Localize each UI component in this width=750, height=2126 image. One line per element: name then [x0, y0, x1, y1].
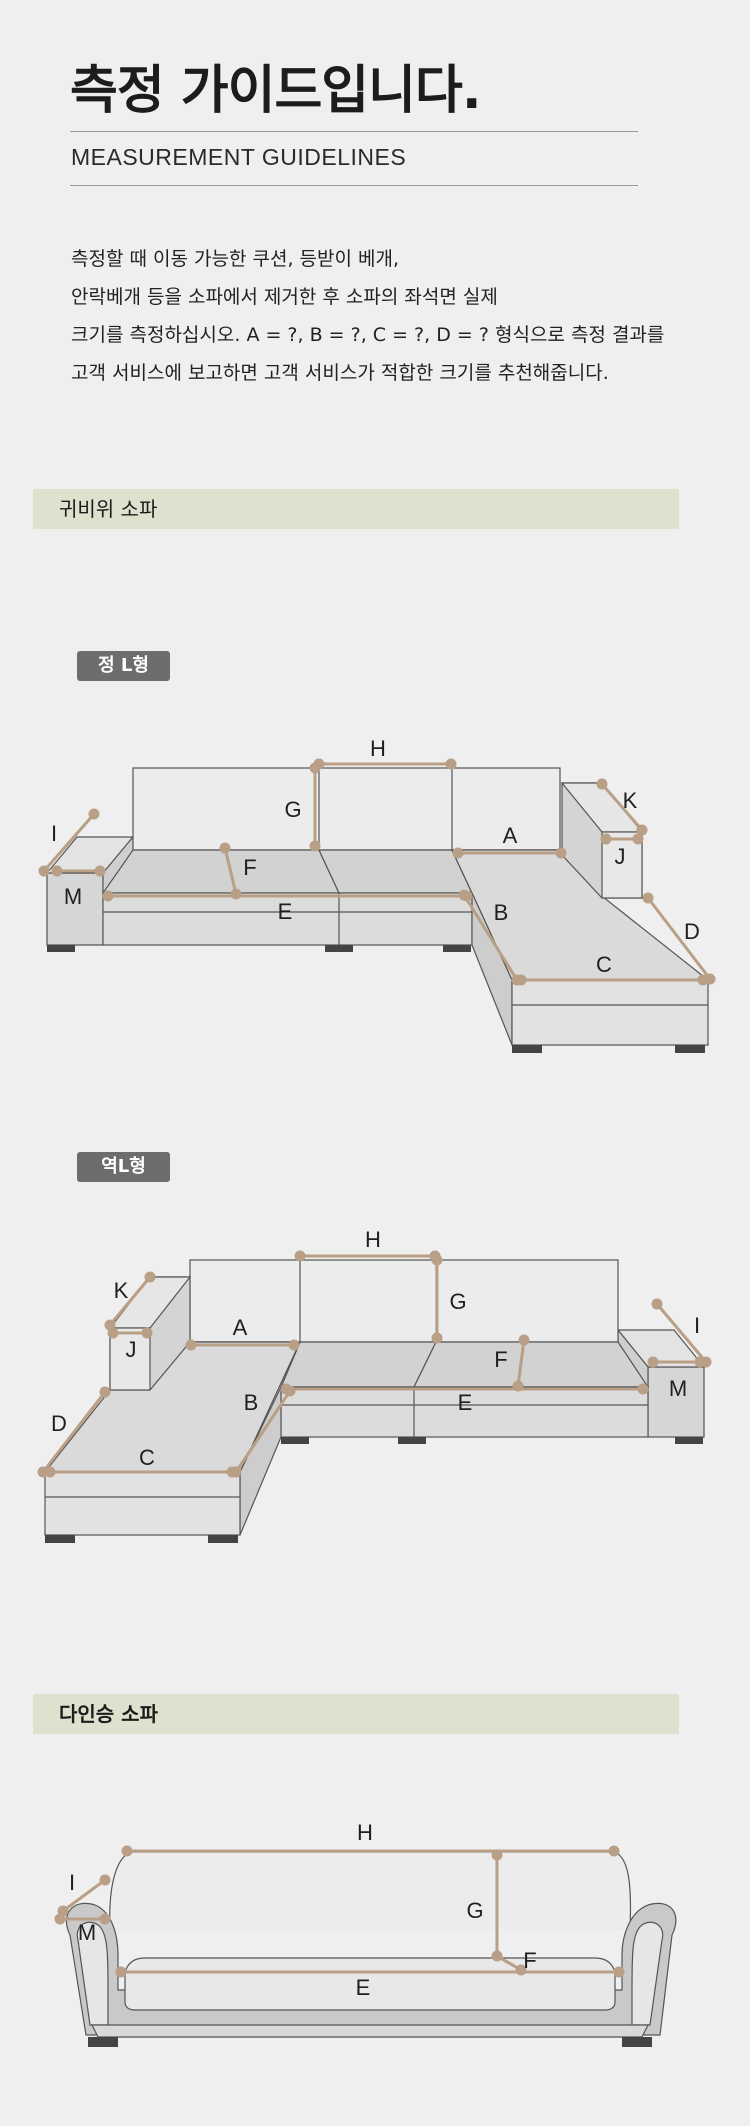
multi-seat-sofa-diagram: H I M G F E: [54, 1820, 677, 2047]
badge-l-shape: 정 L형: [77, 651, 170, 681]
l-shape-sofa-diagram: H G A K J I M F E B C D: [38, 736, 716, 1053]
measure-label-f: F: [523, 1948, 536, 1973]
measure-label-a: A: [503, 823, 518, 848]
title-divider-bottom: [70, 185, 638, 186]
measure-label-m: M: [64, 884, 82, 909]
measure-label-g: G: [466, 1898, 483, 1923]
measure-label-h: H: [365, 1227, 381, 1252]
measure-label-i: I: [51, 821, 57, 846]
measure-label-f: F: [243, 855, 256, 880]
measure-label-c: C: [139, 1445, 155, 1470]
measure-label-b: B: [244, 1390, 259, 1415]
page-title: 측정 가이드입니다.: [70, 61, 482, 121]
page-subtitle: MEASUREMENT GUIDELINES: [71, 144, 407, 170]
measure-label-d: D: [684, 919, 700, 944]
measure-label-d: D: [51, 1411, 67, 1436]
intro-text: 측정할 때 이동 가능한 쿠션, 등받이 베개, 안락베개 등을 소파에서 제거…: [71, 240, 664, 392]
intro-line: 크기를 측정하십시오. A = ?, B = ?, C = ?, D = ? 형…: [71, 324, 665, 346]
measure-label-e: E: [356, 1975, 371, 2000]
measure-label-g: G: [449, 1289, 466, 1314]
measure-label-m: M: [669, 1376, 687, 1401]
badge-reverse-l-shape: 역L형: [77, 1152, 170, 1182]
measure-label-a: A: [233, 1315, 248, 1340]
measure-label-h: H: [370, 736, 386, 761]
intro-line: 측정할 때 이동 가능한 쿠션, 등받이 베개,: [71, 248, 399, 270]
measure-label-g: G: [284, 797, 301, 822]
measure-label-k: K: [114, 1278, 129, 1303]
intro-line: 고객 서비스에 보고하면 고객 서비스가 적합한 크기를 추천해줍니다.: [71, 362, 609, 384]
measure-label-k: K: [623, 788, 638, 813]
measure-label-f: F: [494, 1347, 507, 1372]
section-heading-corner-sofa: 귀비위 소파: [33, 489, 679, 529]
measure-label-i: I: [69, 1870, 75, 1895]
measure-label-e: E: [278, 899, 293, 924]
measure-label-e: E: [458, 1390, 473, 1415]
measure-label-c: C: [596, 952, 612, 977]
reverse-l-shape-sofa-diagram: H G K J A I F M E B D C: [37, 1227, 712, 1543]
intro-line: 안락베개 등을 소파에서 제거한 후 소파의 좌석면 실제: [71, 286, 498, 308]
measure-label-i: I: [694, 1313, 700, 1338]
measure-label-b: B: [494, 900, 509, 925]
measure-label-j: J: [615, 844, 626, 869]
measure-label-m: M: [78, 1920, 96, 1945]
section-heading-multi-seat-sofa: 다인승 소파: [33, 1694, 679, 1734]
measure-label-j: J: [126, 1337, 137, 1362]
measure-label-h: H: [357, 1820, 373, 1845]
title-divider-top: [70, 131, 638, 132]
